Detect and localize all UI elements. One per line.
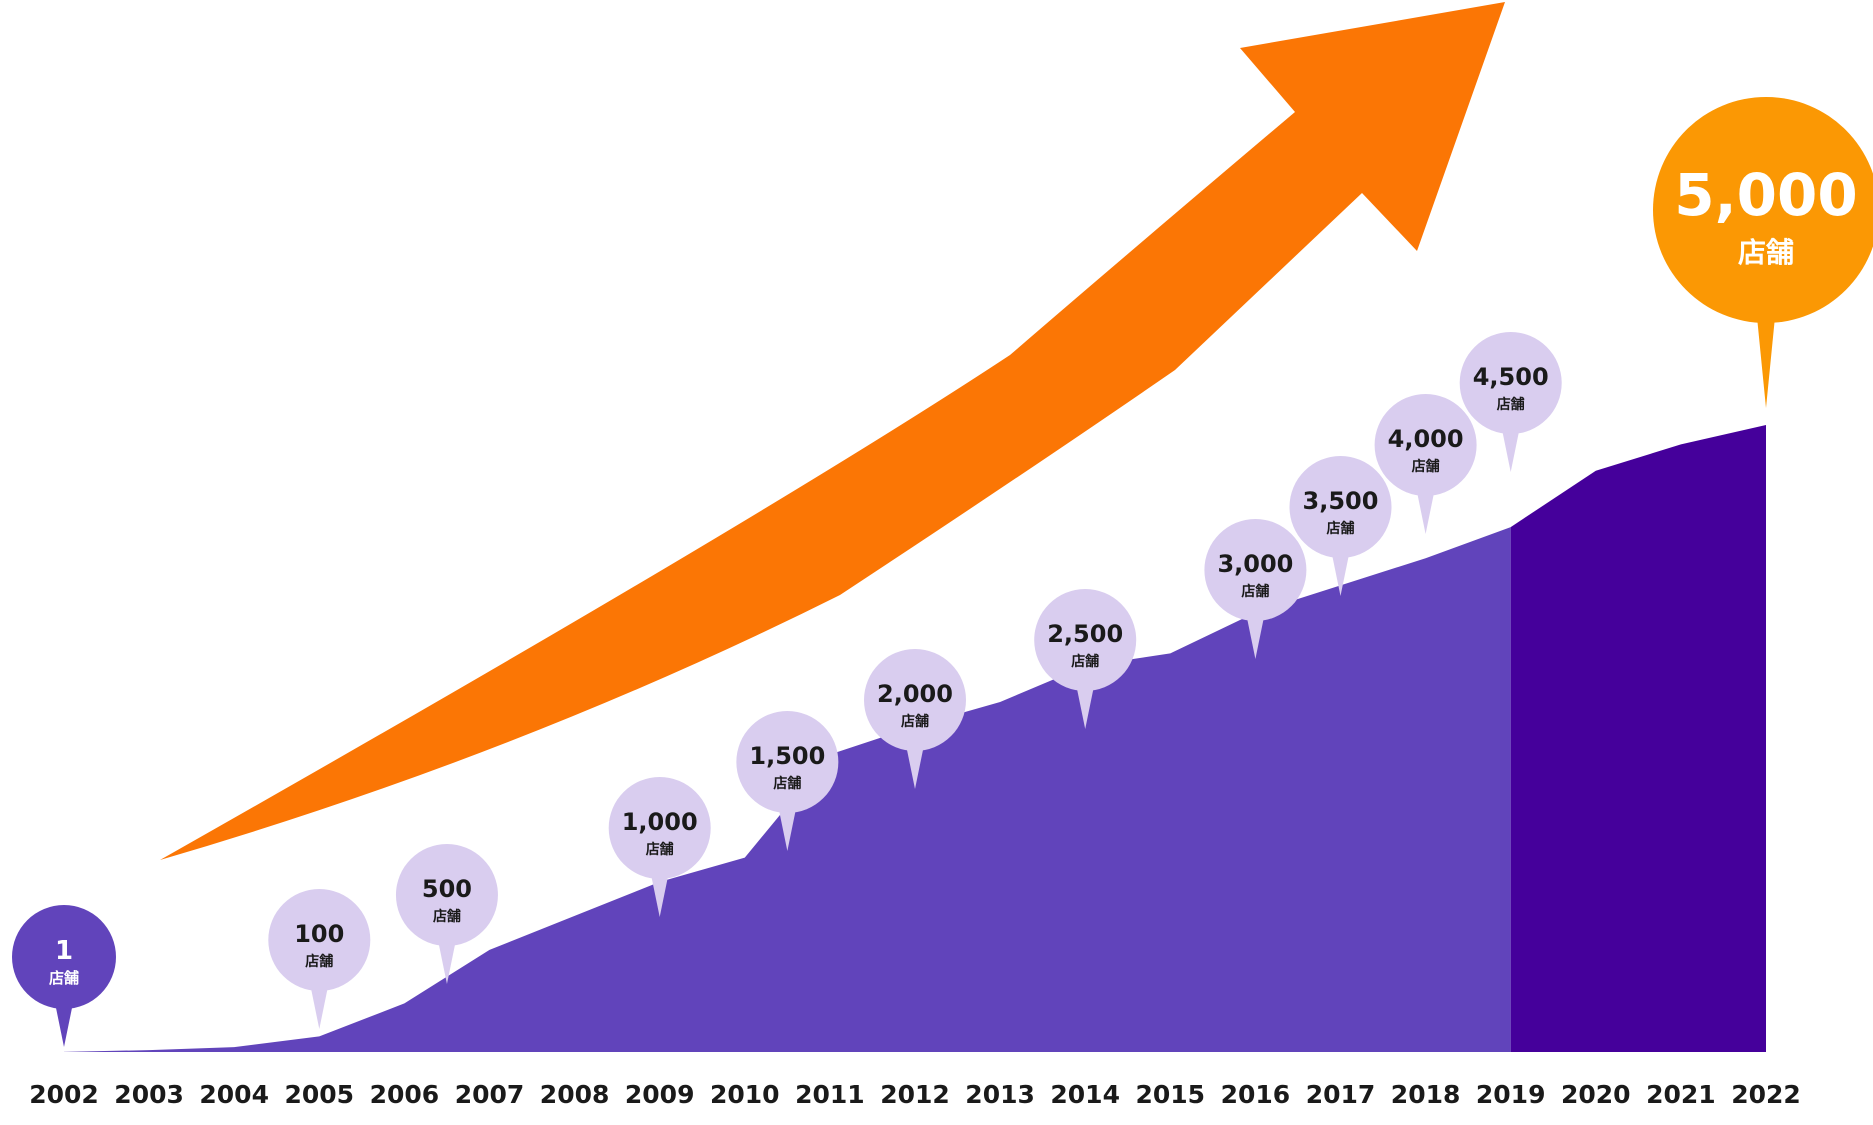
x-tick-label-2014: 2014 [1050,1080,1120,1109]
bubble-pointer [310,985,329,1029]
milestone-unit: 店舗 [1071,653,1099,670]
milestone-bubble-500: 500 店舗 [395,844,498,984]
milestone-value: 1,500 [749,742,825,770]
bubble-pointer [778,807,797,851]
bubble-pointer [1501,428,1520,472]
milestone-unit: 店舗 [1327,520,1355,537]
milestone-unit: 店舗 [901,713,929,730]
milestone-unit: 店舗 [1738,236,1794,269]
bubble-circle [268,889,371,991]
bubble-pointer [55,1003,73,1047]
x-tick-label-2015: 2015 [1136,1080,1206,1109]
x-tick-label-2020: 2020 [1561,1080,1631,1109]
x-tick-label-2006: 2006 [370,1080,440,1109]
x-tick-label-2010: 2010 [710,1080,780,1109]
bubble-pointer [1416,490,1435,534]
bubble-pointer [1757,317,1775,408]
bubble-circle [608,777,711,879]
x-tick-label-2018: 2018 [1391,1080,1461,1109]
milestone-value: 5,000 [1674,161,1857,229]
milestone-value: 1 [55,936,73,966]
milestone-value: 2,500 [1047,620,1123,648]
bubble-circle [12,905,116,1009]
milestone-unit: 店舗 [1497,396,1525,413]
milestone-bubble-1000: 1,000 店舗 [608,777,711,917]
milestone-bubble-4000: 4,000 店舗 [1374,394,1477,534]
milestone-unit: 店舗 [646,841,674,858]
x-axis: 2002 2003 2004 2005 2006 2007 2008 2009 2010 2011… [29,1080,1801,1109]
x-tick-label-2016: 2016 [1221,1080,1291,1109]
bubble-pointer [906,745,924,789]
area-series [64,527,1511,1052]
milestone-bubble-1: 1 店舗 [12,905,116,1047]
milestone-bubble-3000: 3,000 店舗 [1204,519,1307,659]
x-tick-label-2008: 2008 [540,1080,610,1109]
x-tick-label-2011: 2011 [795,1080,865,1109]
milestone-value: 4,000 [1388,425,1464,453]
milestone-value: 3,500 [1303,487,1379,515]
x-tick-label-2002: 2002 [29,1080,99,1109]
bubble-circle [1374,394,1477,496]
x-tick-label-2012: 2012 [880,1080,950,1109]
x-tick-label-2004: 2004 [199,1080,269,1109]
milestone-bubble-3500: 3,500 店舗 [1289,456,1392,596]
bubble-circle [1034,589,1137,691]
bubble-circle [395,844,498,946]
milestone-bubble-2000: 2,000 店舗 [864,649,966,789]
x-tick-label-2007: 2007 [455,1080,525,1109]
milestone-value: 500 [422,875,472,903]
milestone-bubble-5000: 5,000 店舗 [1653,97,1873,408]
milestone-unit: 店舗 [305,953,333,970]
bubble-circle [1204,519,1307,621]
x-tick-label-2003: 2003 [114,1080,184,1109]
area-series-highlight [1510,425,1766,1052]
x-tick-label-2022: 2022 [1731,1080,1801,1109]
milestone-value: 1,000 [622,808,698,836]
x-tick-label-2009: 2009 [625,1080,695,1109]
milestone-unit: 店舗 [773,775,801,792]
milestone-value: 100 [294,920,344,948]
x-tick-label-2005: 2005 [285,1080,355,1109]
milestone-value: 4,500 [1473,363,1549,391]
bubble-pointer [1246,615,1265,659]
milestone-unit: 店舗 [1412,458,1440,475]
milestone-bubble-2500: 2,500 店舗 [1034,589,1137,729]
milestone-value: 2,000 [877,680,953,708]
bubble-pointer [437,940,456,984]
bubble-circle [1459,332,1562,434]
bubble-pointer [1331,552,1350,596]
growth-arrow-layer [160,2,1505,860]
x-tick-label-2017: 2017 [1306,1080,1376,1109]
milestone-value: 3,000 [1217,550,1293,578]
bubble-pointer [1076,685,1095,729]
bubble-circle [736,711,839,813]
bubble-circle [1653,97,1873,323]
bubble-circle [1289,456,1392,558]
growth-arrow [160,2,1505,860]
x-tick-label-2019: 2019 [1476,1080,1546,1109]
milestone-bubble-4500: 4,500 店舗 [1459,332,1562,472]
bubble-circle [864,649,966,751]
x-tick-label-2013: 2013 [965,1080,1035,1109]
milestone-unit: 店舗 [433,908,461,925]
milestone-unit: 店舗 [1241,583,1269,600]
x-tick-label-2021: 2021 [1646,1080,1716,1109]
milestone-bubble-100: 100 店舗 [268,889,371,1029]
milestone-bubble-1500: 1,500 店舗 [736,711,839,851]
area-layer [64,425,1766,1052]
milestone-unit: 店舗 [49,969,79,987]
milestone-layer: 1 店舗 100 店舗 500 店舗 1,000 店舗 1,500 店舗 2,000 店舗 2,500 店… [12,97,1873,1047]
bubble-pointer [650,873,669,917]
